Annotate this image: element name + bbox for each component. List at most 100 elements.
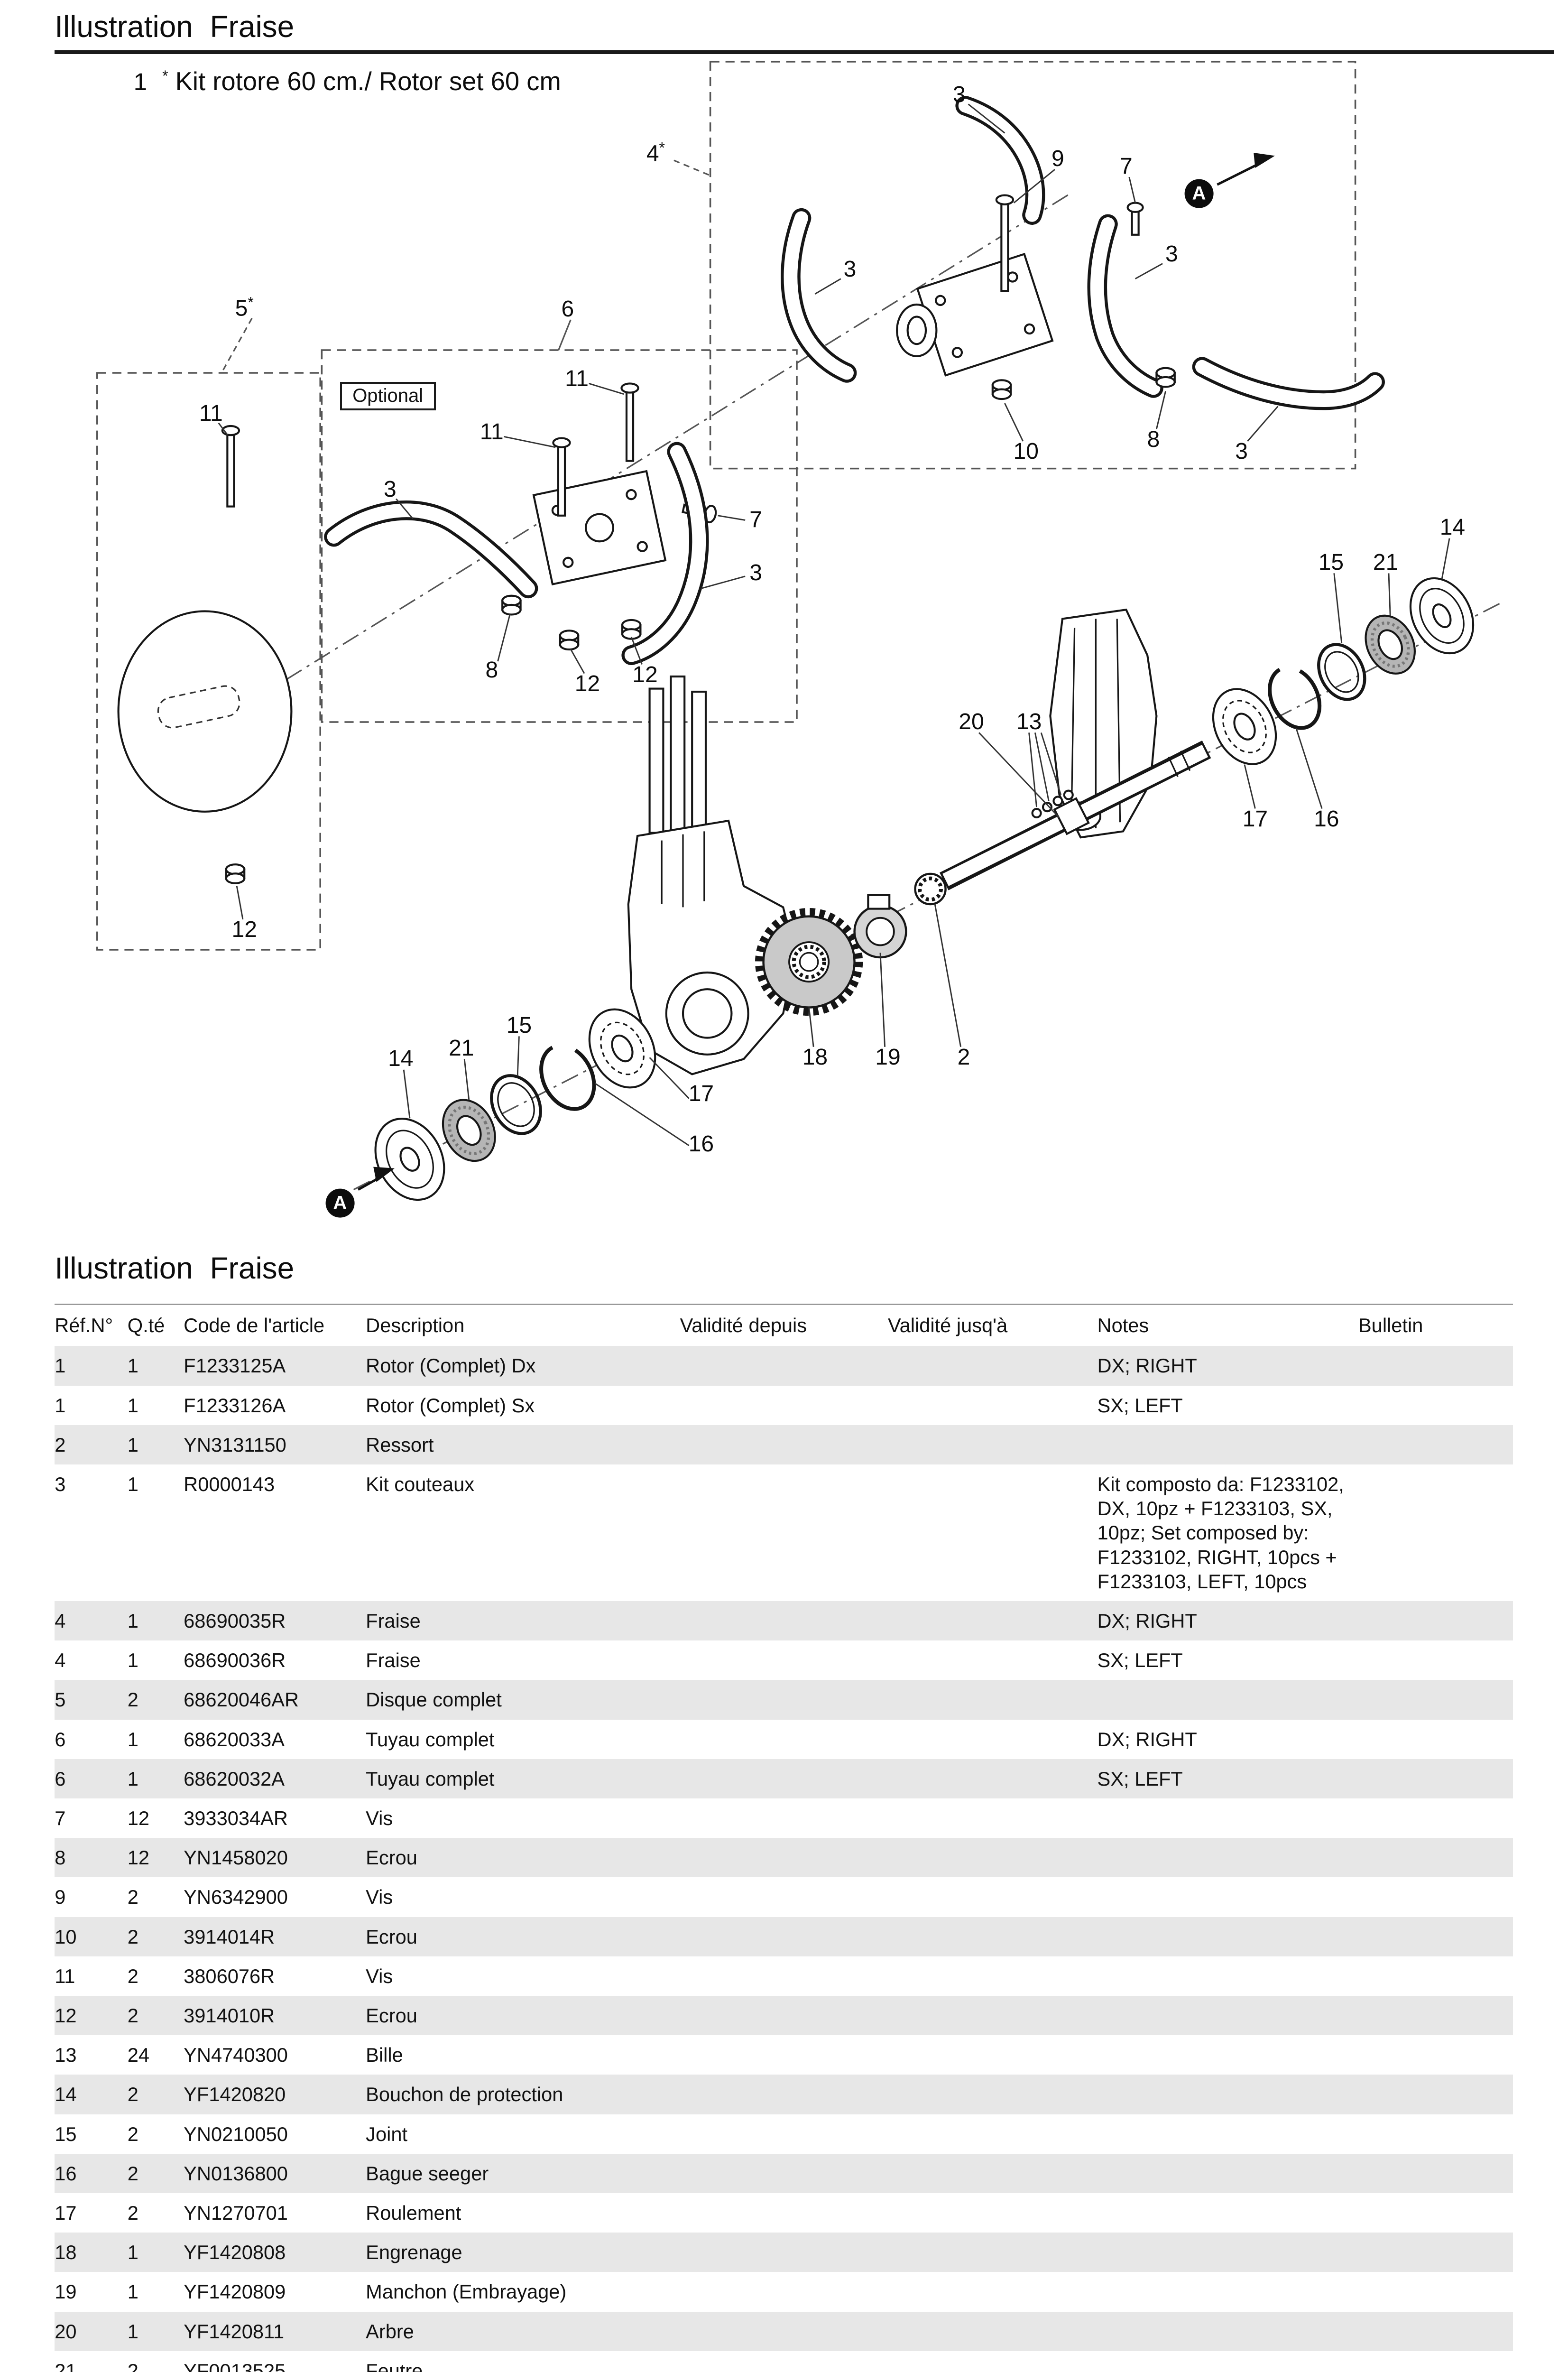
cell-code: YF1420809 — [184, 2280, 286, 2303]
cell-ref: 17 — [55, 2202, 77, 2224]
cell-notes — [1098, 2312, 1358, 2351]
cell-valid-from — [680, 1759, 888, 1798]
optional-group-box — [321, 349, 798, 723]
cell-valid-to — [888, 1877, 1098, 1917]
cell-bulletin — [1358, 1956, 1513, 1996]
cell-valid-to — [888, 1386, 1098, 1425]
cell-notes — [1098, 2075, 1358, 2114]
cell-valid-to — [888, 1346, 1098, 1385]
cell-valid-from — [680, 1680, 888, 1719]
cell-bulletin — [1358, 1601, 1513, 1640]
callout-17: 17 — [688, 1081, 714, 1106]
bolt-11 — [552, 437, 571, 517]
callout-19: 19 — [875, 1045, 901, 1070]
cell-valid-to — [888, 1680, 1098, 1719]
cell-bulletin — [1358, 1838, 1513, 1877]
cell-desc: Bouchon de protection — [366, 2083, 563, 2106]
cell-qty: 2 — [127, 2122, 138, 2145]
cell-valid-from — [680, 2351, 888, 2372]
cell-valid-to — [888, 1917, 1098, 1956]
cell-bulletin — [1358, 1464, 1513, 1601]
protection-cap-14 — [1409, 577, 1475, 655]
cell-qty: 2 — [127, 1688, 138, 1711]
cell-desc: Vis — [366, 1807, 393, 1829]
kit-title-text: Kit rotore 60 cm./ Rotor set 60 cm — [175, 66, 561, 96]
cell-code: YN4740300 — [184, 2044, 288, 2066]
cell-ref: 21 — [55, 2359, 77, 2372]
felt-21 — [442, 1099, 496, 1162]
cell-desc: Bille — [366, 2044, 403, 2066]
cell-qty: 1 — [127, 1473, 138, 1495]
callout-8: 8 — [485, 658, 498, 683]
table-row: 15 2 YN0210050 Joint — [55, 2114, 1513, 2154]
cell-notes — [1098, 1956, 1358, 1996]
col-qty: Q.té — [127, 1303, 184, 1346]
cell-valid-to — [888, 2272, 1098, 2311]
nut-12 — [559, 630, 580, 651]
callout-13: 13 — [1016, 709, 1042, 734]
cell-qty: 2 — [127, 2359, 138, 2372]
cell-bulletin — [1358, 2035, 1513, 2075]
cell-code: YN0210050 — [184, 2122, 288, 2145]
cell-bulletin — [1358, 1640, 1513, 1680]
cell-bulletin — [1358, 1720, 1513, 1759]
cell-bulletin — [1358, 2154, 1513, 2193]
cell-desc: Arbre — [366, 2320, 414, 2343]
callout-12: 12 — [632, 662, 658, 687]
table-row: 16 2 YN0136800 Bague seeger — [55, 2153, 1513, 2194]
cell-qty: 1 — [127, 1354, 138, 1377]
parts-table-section: Réf.N° Q.té Code de l'article Descriptio… — [55, 1303, 1513, 2372]
bearing-17 — [588, 1008, 656, 1089]
cell-notes — [1098, 1917, 1358, 1956]
table-row: 6 1 68620033A Tuyau complet DX; RIGHT — [55, 1720, 1513, 1759]
parts-table: Réf.N° Q.té Code de l'article Descriptio… — [55, 1303, 1513, 2372]
cell-valid-from — [680, 2114, 888, 2154]
cell-code: YN1458020 — [184, 1846, 288, 1869]
cell-desc: Rotor (Complet) Dx — [366, 1354, 536, 1377]
cell-ref: 12 — [55, 2004, 77, 2027]
cell-bulletin — [1358, 1425, 1513, 1464]
cell-qty: 2 — [127, 2083, 138, 2106]
exploded-view-drawing — [96, 61, 1500, 1201]
cell-bulletin — [1358, 1680, 1513, 1719]
callout-10: 10 — [1013, 439, 1039, 464]
cell-qty: 1 — [127, 1728, 138, 1751]
callout-16: 16 — [688, 1131, 714, 1157]
cell-code: YN3131150 — [184, 1433, 286, 1456]
cell-notes — [1098, 1877, 1358, 1917]
cell-qty: 2 — [127, 2162, 138, 2185]
cell-valid-from — [680, 1917, 888, 1956]
table-row: 10 2 3914014R Ecrou — [55, 1917, 1513, 1956]
cell-desc: Ecrou — [366, 1846, 417, 1869]
cell-desc: Manchon (Embrayage) — [366, 2280, 567, 2303]
spring-2 — [914, 872, 947, 906]
col-valid-from: Validité depuis — [680, 1303, 888, 1346]
cell-bulletin — [1358, 2075, 1513, 2114]
callout-15: 15 — [1318, 549, 1344, 575]
cell-desc: Tuyau complet — [366, 1767, 495, 1790]
cell-valid-from — [680, 2035, 888, 2075]
cell-notes: DX; RIGHT — [1097, 1354, 1197, 1377]
cell-ref: 1 — [55, 1354, 66, 1377]
cell-valid-to — [888, 2075, 1098, 2114]
cell-notes — [1098, 2154, 1358, 2193]
exploded-parts-diagram: 1* Kit rotore 60 cm./ Rotor set 60 cm Op… — [0, 54, 1568, 1235]
cell-qty: 1 — [127, 2280, 138, 2303]
gearbox-housing — [627, 675, 796, 1075]
blade-top — [958, 99, 1042, 222]
disc-assembly — [117, 425, 293, 884]
cell-bulletin — [1358, 2312, 1513, 2351]
cell-desc: Kit couteaux — [366, 1473, 475, 1495]
cell-ref: 16 — [55, 2162, 77, 2185]
rotor-kit-assembly — [781, 95, 1385, 410]
table-row: 21 2 YF0013525 Feutre — [55, 2351, 1513, 2372]
bearing-stack-left — [357, 1008, 656, 1201]
cell-valid-from — [680, 2233, 888, 2272]
col-desc: Description — [366, 1303, 680, 1346]
optional-assembly — [324, 382, 717, 665]
cell-qty: 1 — [127, 1609, 138, 1632]
cell-desc: Ecrou — [366, 2004, 417, 2027]
cell-ref: 20 — [55, 2320, 77, 2343]
cell-desc: Fraise — [366, 1649, 421, 1672]
cell-valid-from — [680, 1798, 888, 1838]
